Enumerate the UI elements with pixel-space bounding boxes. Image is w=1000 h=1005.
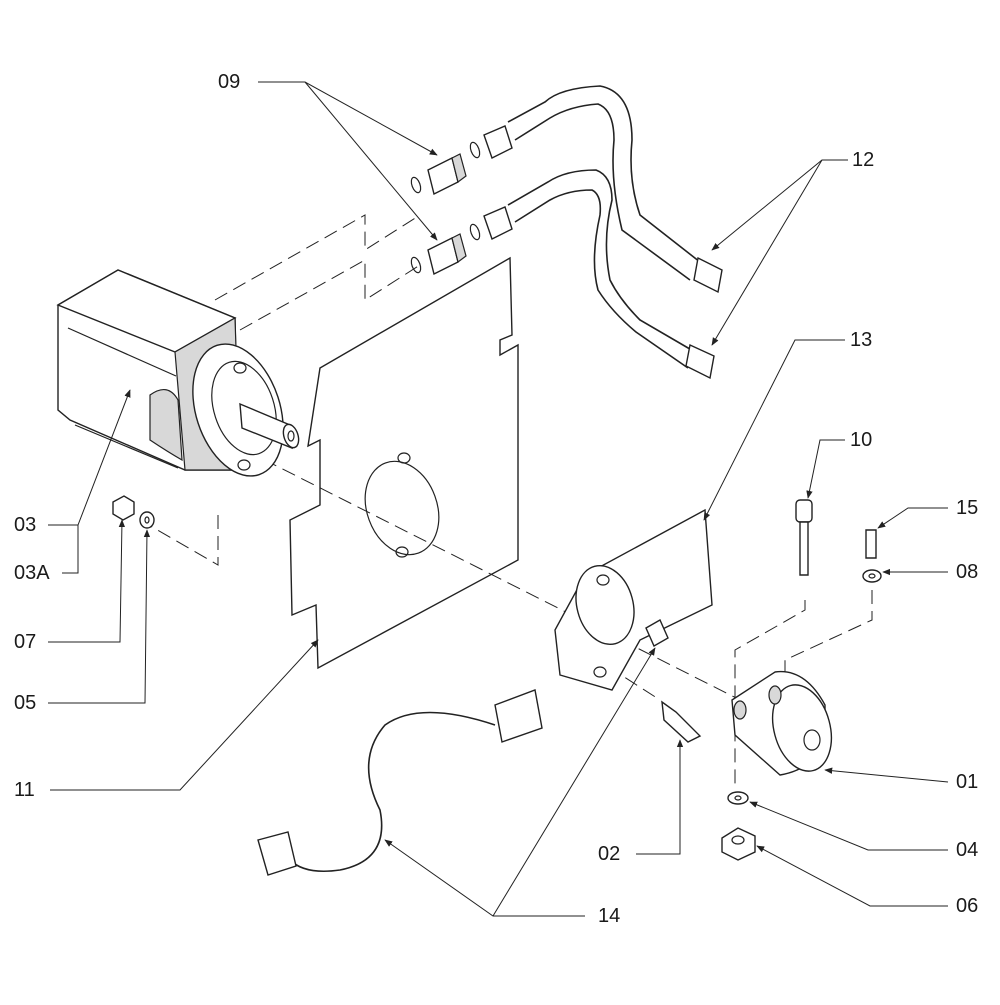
hydraulic-motor (56, 269, 300, 477)
part-label-08: 08 (956, 561, 979, 583)
part-label-07: 07 (14, 631, 37, 653)
fittings-lower (410, 206, 513, 276)
mounting-plate (289, 256, 519, 670)
washer-05 (139, 511, 155, 529)
bolt (661, 700, 702, 743)
part-label-10: 10 (850, 429, 873, 451)
hex-nut-06 (721, 827, 756, 861)
part-label-12: 12 (852, 149, 875, 171)
washer-04 (727, 791, 749, 805)
socket-head-screw (795, 499, 813, 576)
part-label-14: 14 (598, 905, 621, 927)
fittings-upper (410, 125, 513, 196)
part-label-11: 11 (14, 779, 35, 801)
part-label-05: 05 (14, 692, 37, 714)
washer-08 (862, 569, 882, 583)
nut-07 (112, 495, 135, 521)
part-label-15: 15 (956, 497, 979, 519)
sensor-bracket (554, 508, 713, 691)
part-label-01: 01 (956, 771, 979, 793)
part-label-09: 09 (218, 71, 241, 93)
part-label-03a: 03A (14, 562, 50, 584)
proximity-sensor (257, 689, 543, 876)
shaft-coupling (731, 670, 833, 776)
part-label-13: 13 (850, 329, 873, 351)
part-label-06: 06 (956, 895, 979, 917)
part-label-02: 02 (598, 843, 621, 865)
hydraulic-hoses (507, 85, 723, 380)
part-label-03: 03 (14, 514, 37, 536)
part-label-04: 04 (956, 839, 979, 861)
leader-lines (48, 81, 949, 917)
small-screw (865, 529, 877, 559)
